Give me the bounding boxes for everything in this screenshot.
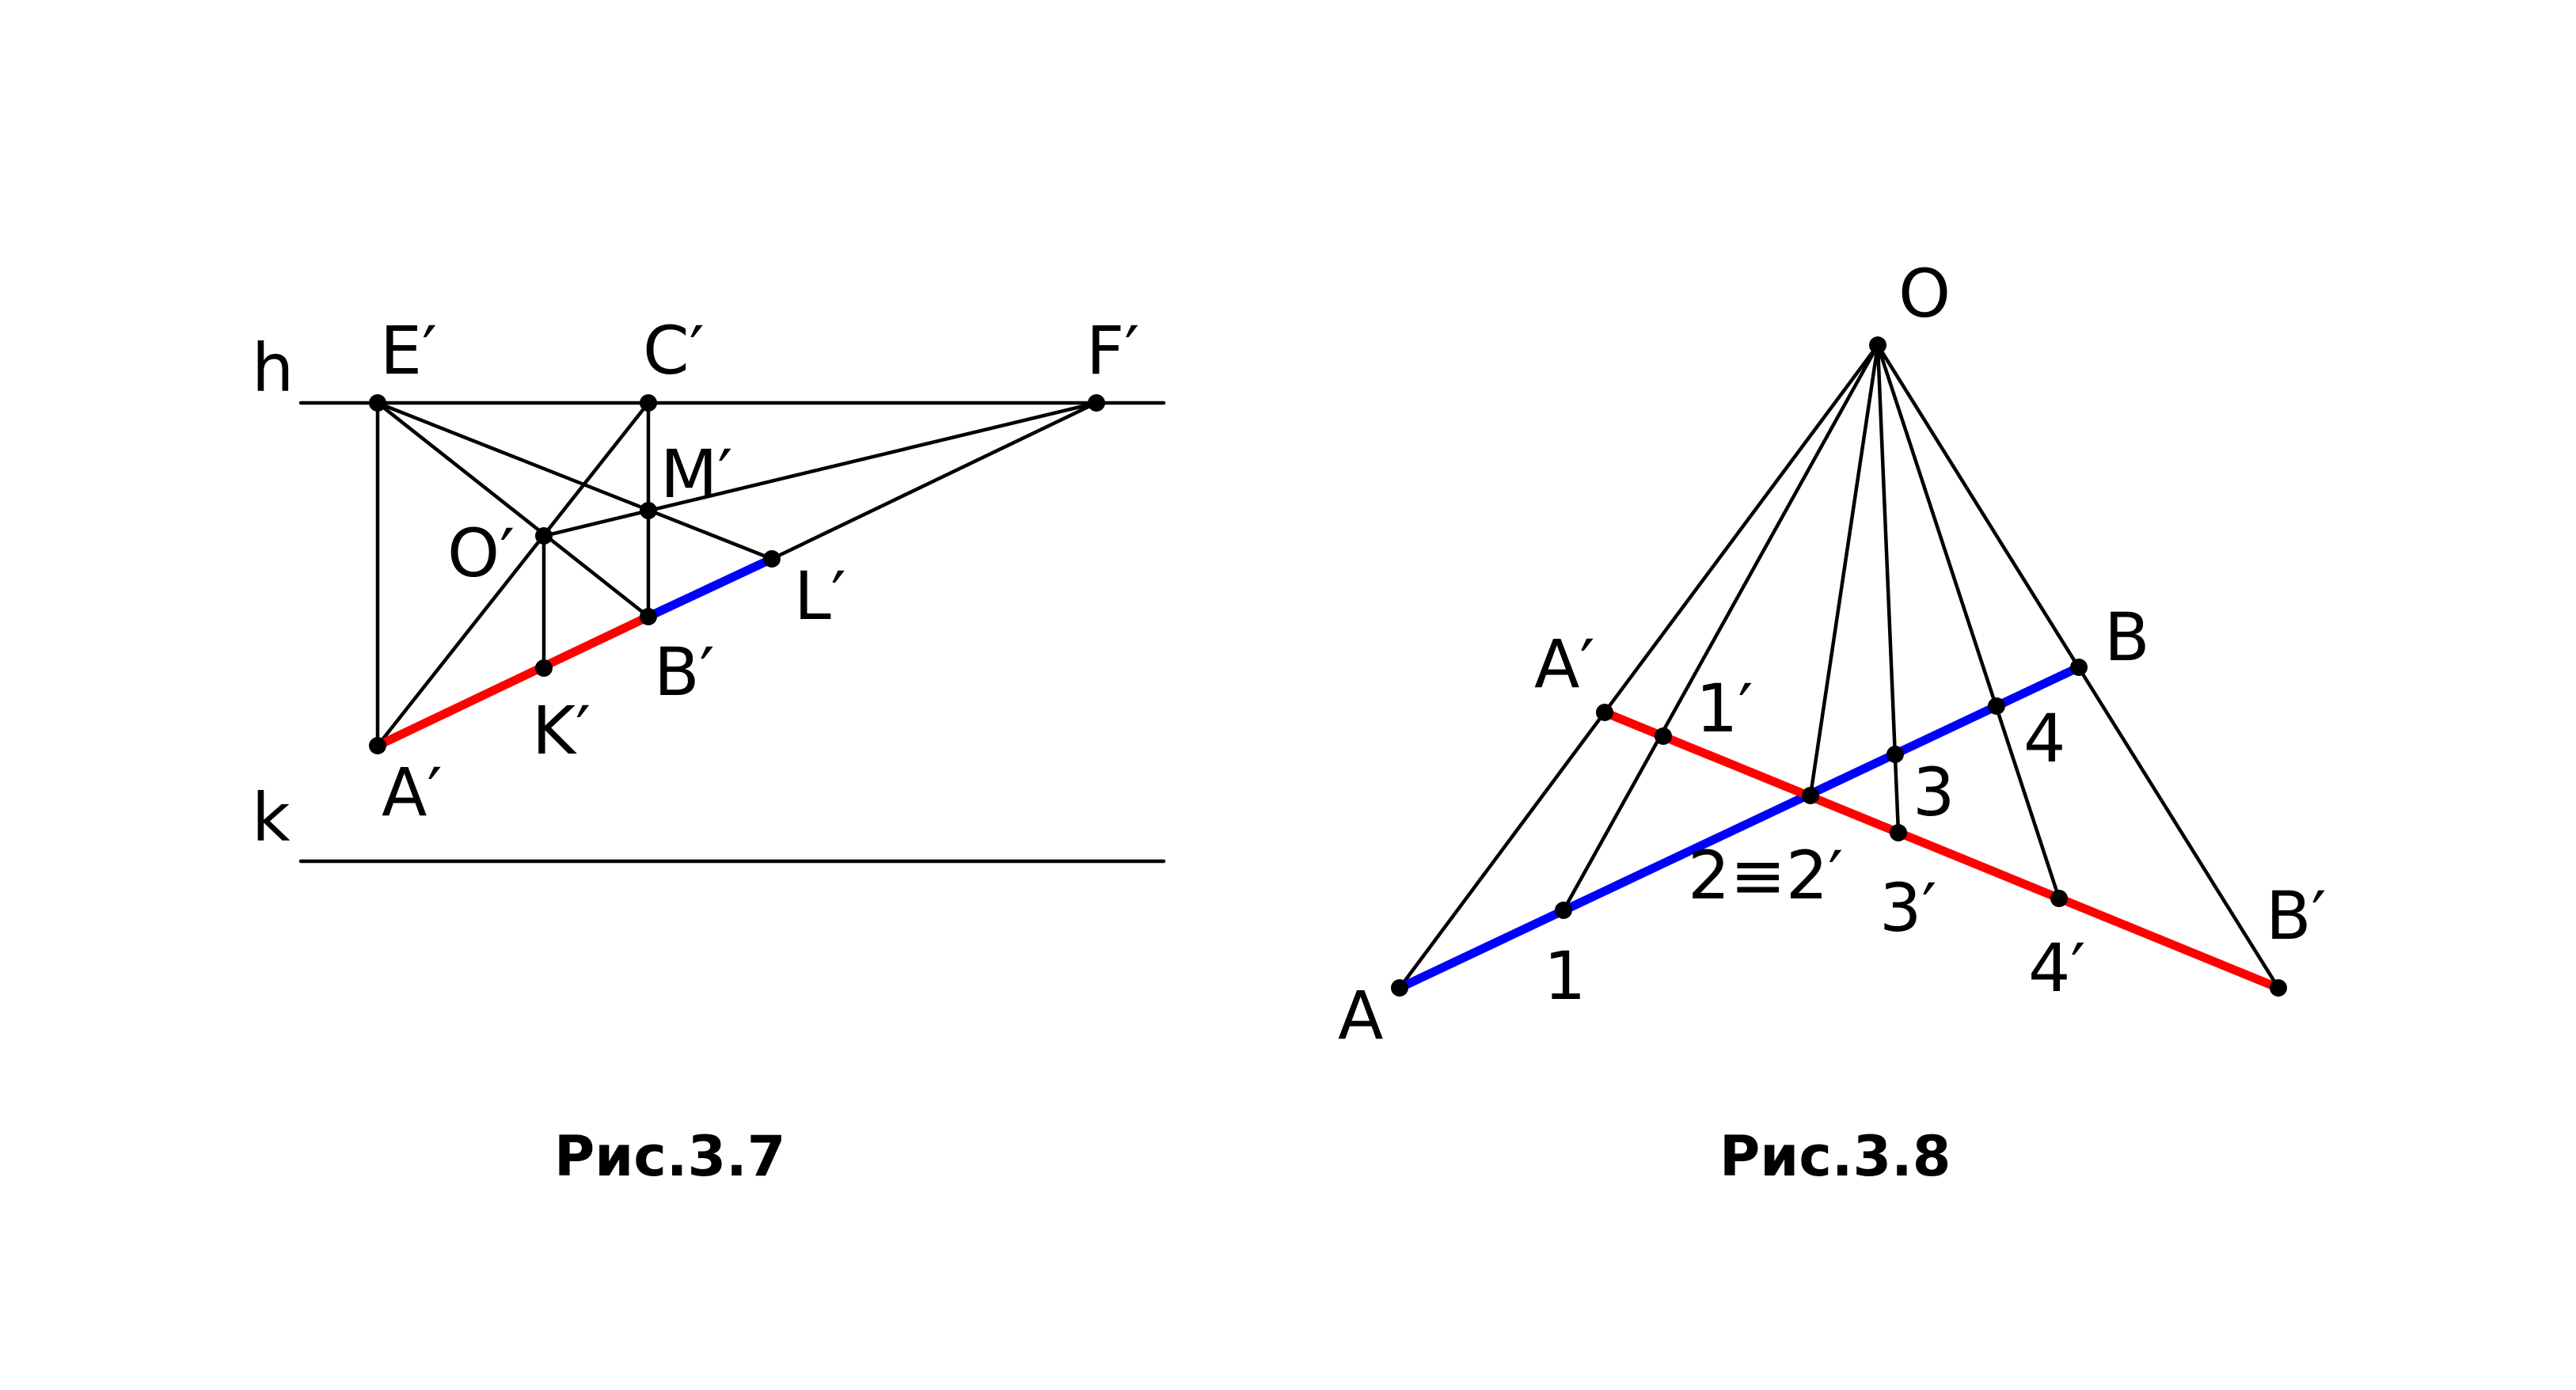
segment-ap-bp-red	[1600, 708, 2283, 993]
point-b-prime	[2270, 979, 2287, 997]
point-o	[535, 527, 553, 545]
label-a: A	[1338, 977, 1383, 1054]
point-b	[2070, 659, 2088, 676]
point-3	[1886, 746, 1904, 763]
label-f: F′	[1086, 312, 1139, 389]
label-c: C′	[643, 312, 705, 389]
point-4	[1988, 697, 2005, 715]
point-2	[1802, 787, 1819, 804]
line-o-f	[541, 401, 1099, 538]
line-l-f	[769, 401, 1099, 561]
point-1	[1555, 902, 1572, 919]
point-b	[640, 608, 657, 625]
label-4-prime: 4′	[2028, 929, 2086, 1007]
point-k	[535, 659, 553, 677]
label-l: L′	[794, 557, 846, 635]
figure-3-8: O A′ 1′ B 4 3 2≡2′ 3′ B′ 1 4′ A Рис.3.8	[1338, 255, 2327, 1189]
point-4-prime	[2050, 890, 2068, 907]
point-a-prime	[1596, 704, 1613, 721]
label-a-prime: A′	[1534, 625, 1595, 703]
segment-b-l-blue	[644, 554, 777, 621]
label-k: k	[252, 779, 291, 856]
label-k-prime: K′	[532, 692, 591, 769]
caption-fig-3-7: Рис.3.7	[554, 1124, 785, 1189]
figure-3-7: h k E′ C′ F′ M′ O′ L′ B′ K′ A′ Рис.3.7	[252, 312, 1166, 1189]
label-4: 4	[2023, 700, 2065, 777]
ray-o-a	[1397, 343, 1880, 990]
label-h: h	[252, 329, 294, 407]
line-e-l	[375, 401, 774, 561]
point-a	[369, 737, 386, 754]
point-e	[369, 394, 386, 412]
ray-o-1	[1561, 343, 1880, 913]
label-1: 1	[1544, 937, 1586, 1015]
point-a	[1391, 979, 1408, 997]
label-3-prime: 3′	[1879, 869, 1937, 947]
segment-a-b-red	[373, 612, 653, 750]
label-3: 3	[1913, 754, 1955, 831]
label-e: E′	[380, 312, 437, 389]
label-b: B	[2104, 598, 2150, 676]
line-a-c	[375, 401, 651, 748]
label-m: M′	[660, 435, 733, 513]
segment-a-b-blue	[1395, 663, 2084, 993]
point-3-prime	[1890, 824, 1907, 841]
label-b-prime: B′	[2266, 877, 2327, 955]
caption-fig-3-8: Рис.3.8	[1719, 1124, 1951, 1189]
point-1-prime	[1655, 727, 1672, 745]
label-o: O	[1898, 255, 1951, 332]
ray-o-2	[1808, 343, 1880, 798]
point-f	[1088, 394, 1105, 412]
label-a: A′	[382, 754, 443, 831]
line-e-b	[375, 401, 651, 619]
point-o	[1869, 336, 1886, 354]
point-c	[640, 394, 657, 412]
label-2-eq-2-prime: 2≡2′	[1688, 837, 1843, 914]
point-l	[763, 550, 781, 568]
label-o: O′	[447, 515, 515, 592]
label-1-prime: 1′	[1696, 670, 1753, 747]
point-m	[640, 502, 657, 519]
ray-o-4p	[1875, 343, 2061, 901]
label-b: B′	[654, 633, 715, 711]
